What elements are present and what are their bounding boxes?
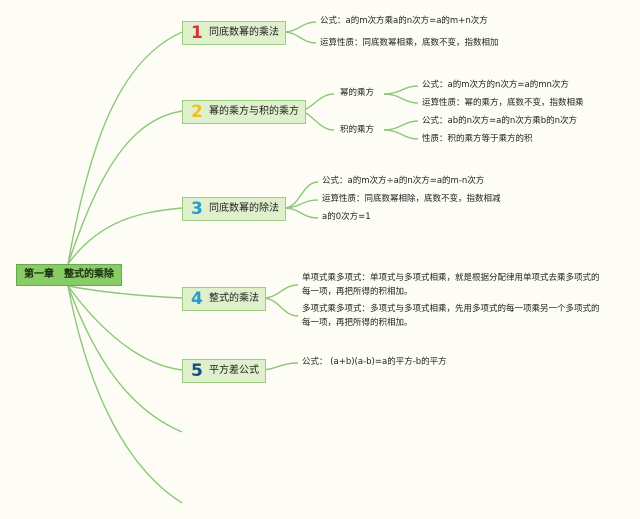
topic-1-item-1: 公式：a的m次方乘a的n次方=a的m+n次方	[320, 16, 488, 26]
subtopic-1-item-2: 运算性质：幂的乘方，底数不变，指数相乘	[422, 98, 584, 108]
topic-3-item-1: 公式：a的m次方÷a的n次方=a的m-n次方	[322, 176, 485, 186]
topic-5: 5 平方差公式	[182, 359, 266, 383]
topic-3: 3 同底数幂的除法	[182, 197, 286, 221]
subtopic-1-item-1: 公式：a的m次方的n次方=a的mn次方	[422, 80, 569, 90]
topic-1-number: 1	[191, 23, 203, 43]
topic-5-item-1: 公式： (a+b)(a-b)=a的平方-b的平方	[302, 357, 447, 367]
topic-4-label: 整式的乘法	[209, 293, 259, 304]
topic-5-label: 平方差公式	[209, 365, 259, 376]
topic-2-number: 2	[191, 102, 203, 122]
topic-3-item-2: 运算性质：同底数幂相除，底数不变，指数相减	[322, 194, 501, 204]
topic-3-item-3: a的0次方=1	[322, 212, 371, 222]
subtopic-2-item-1: 公式：ab的n次方=a的n次方乘b的n次方	[422, 116, 577, 126]
topic-1: 1 同底数幂的乘法	[182, 21, 286, 45]
topic-1-item-2: 运算性质：同底数幂相乘，底数不变，指数相加	[320, 38, 499, 48]
topic-4-item-1: 单项式乘多项式：单项式与多项式相乘，就是根据分配律用单项式去乘多项式的每一项，再…	[302, 273, 600, 297]
topic-2-label: 幂的乘方与积的乘方	[209, 106, 299, 117]
topic-4-number: 4	[191, 289, 203, 309]
subtopic-power-of-power: 幂的乘方	[340, 88, 375, 98]
topic-3-label: 同底数幂的除法	[209, 203, 279, 214]
subtopic-power-of-product: 积的乘方	[340, 125, 375, 135]
topic-5-number: 5	[191, 361, 203, 381]
topic-2: 2 幂的乘方与积的乘方	[182, 100, 306, 124]
subtopic-2-item-2: 性质：积的乘方等于乘方的积	[422, 134, 533, 144]
topic-3-number: 3	[191, 199, 203, 219]
topic-4-item-2: 多项式乘多项式：多项式与多项式相乘，先用多项式的每一项乘另一个多项式的每一项，再…	[302, 304, 600, 328]
root-topic: 第一章 整式的乘除	[16, 264, 122, 286]
topic-4: 4 整式的乘法	[182, 287, 266, 311]
topic-1-label: 同底数幂的乘法	[209, 27, 279, 38]
